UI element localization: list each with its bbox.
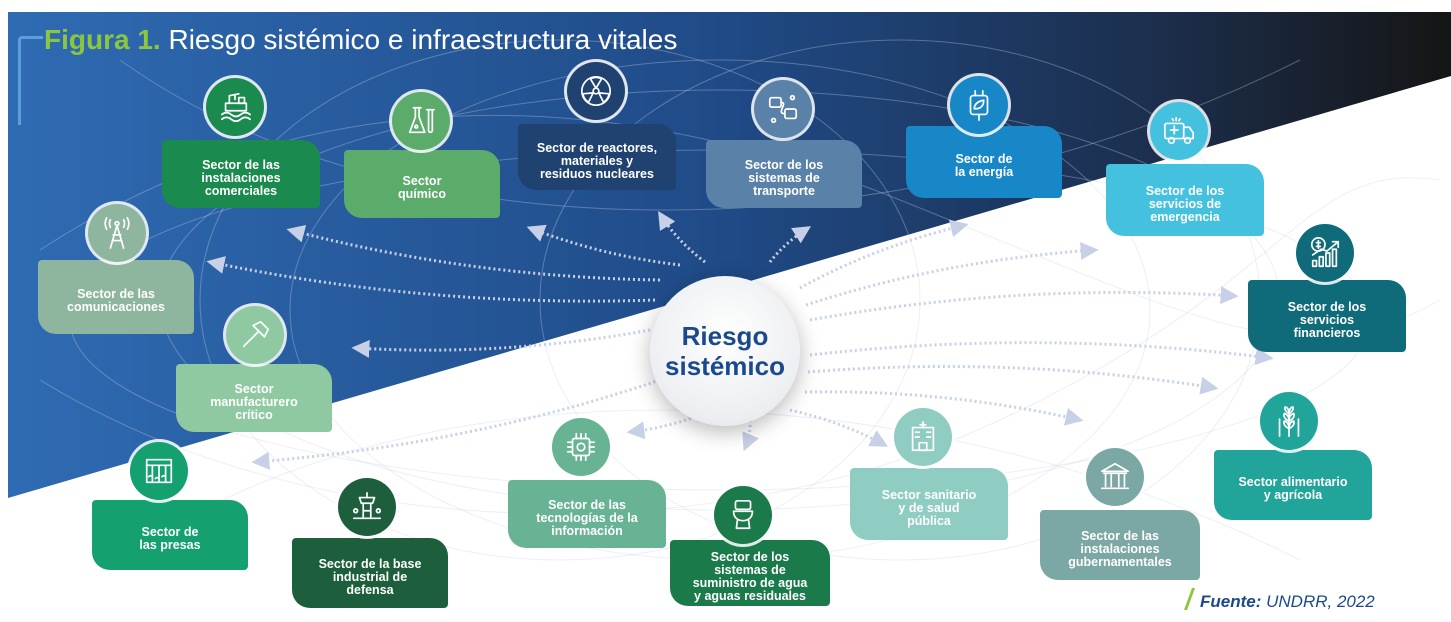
chip-icon bbox=[552, 418, 610, 476]
source-text: UNDRR, 2022 bbox=[1261, 592, 1375, 611]
figure-label: Figura 1. bbox=[44, 24, 161, 55]
connection-arrow bbox=[789, 408, 889, 447]
hammer-icon bbox=[226, 306, 284, 364]
connection-arrow bbox=[658, 210, 706, 264]
connection-arrow bbox=[799, 219, 969, 290]
connection-arrow bbox=[807, 364, 1219, 395]
government-building-icon bbox=[1086, 448, 1144, 506]
ship-crane-icon bbox=[206, 78, 264, 136]
antenna-tower-icon bbox=[88, 204, 146, 262]
source-note: Fuente: UNDRR, 2022 bbox=[1200, 592, 1375, 612]
radiation-icon bbox=[567, 62, 625, 120]
title-corner-accent bbox=[18, 36, 43, 125]
toilet-icon bbox=[714, 486, 772, 544]
center-line1: Riesgo bbox=[681, 321, 769, 351]
control-tower-icon bbox=[338, 478, 396, 536]
arrows bbox=[206, 210, 1274, 470]
dam-icon bbox=[130, 442, 188, 500]
figure-title-text: Riesgo sistémico e infraestructura vital… bbox=[160, 24, 678, 55]
hospital-icon bbox=[894, 408, 952, 466]
connection-arrow bbox=[768, 226, 812, 263]
dark-diagonal-panel bbox=[8, 12, 1451, 498]
finance-chart-icon bbox=[1296, 224, 1354, 282]
flask-icon bbox=[392, 92, 450, 150]
connection-arrow bbox=[809, 341, 1274, 366]
center-line2: sistémico bbox=[665, 351, 785, 381]
transport-icon bbox=[754, 80, 812, 138]
figure-title: Figura 1. Riesgo sistémico e infraestruc… bbox=[44, 24, 677, 56]
connection-arrow bbox=[286, 224, 661, 282]
wheat-icon bbox=[1260, 392, 1318, 450]
source-label: Fuente: bbox=[1200, 592, 1262, 611]
connection-arrow bbox=[805, 241, 1099, 307]
connection-arrow bbox=[742, 419, 759, 452]
power-plug-leaf-icon bbox=[950, 76, 1008, 134]
connection-arrow bbox=[809, 286, 1239, 322]
ambulance-icon bbox=[1150, 102, 1208, 160]
connection-arrow bbox=[804, 390, 1084, 426]
center-node: Riesgo sistémico bbox=[650, 276, 800, 426]
connection-arrow bbox=[206, 256, 656, 303]
